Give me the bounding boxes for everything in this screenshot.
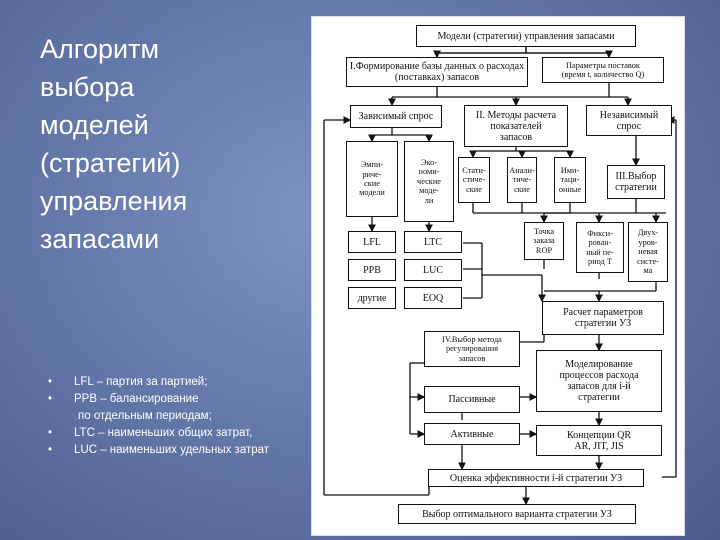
node-two-level-system: Двух- уров- невая систе- ма: [628, 222, 668, 282]
abbreviation-notes: • LFL – партия за партией; • PPB – баланси…: [48, 374, 318, 459]
note-item: • LUC – наименьших удельных затрат: [48, 442, 318, 459]
node-eoq: EOQ: [404, 287, 462, 309]
node-ltc: LTC: [404, 231, 462, 253]
node-method-choice: IV.Выбор метода регулирования запасов: [424, 331, 520, 367]
node-independent-demand: Независимый спрос: [586, 105, 672, 136]
flowchart-panel: Модели (стратегии) управления запасами I…: [311, 16, 685, 536]
bullet-icon: •: [48, 376, 53, 388]
node-ppb: PPB: [348, 259, 396, 281]
note-text: LUC – наименьших удельных затрат: [74, 444, 270, 456]
node-dependent-demand: Зависимый спрос: [350, 105, 442, 128]
bullet-icon: •: [48, 427, 53, 439]
note-item: по отдельным периодам;: [48, 408, 318, 425]
note-text: по отдельным периодам;: [78, 410, 212, 422]
bullet-icon: •: [48, 393, 53, 405]
node-luc: LUC: [404, 259, 462, 281]
node-active: Активные: [424, 423, 520, 445]
slide-title: Алгоритм выбора моделей (стратегий) упра…: [40, 34, 188, 254]
note-item: • LFL – партия за партией;: [48, 374, 318, 391]
node-simulation: Ими- таци- онные: [554, 157, 586, 203]
note-text: LTC – наименьших общих затрат,: [74, 427, 253, 439]
note-item: • LTC – наименьших общих затрат,: [48, 425, 318, 442]
node-fixed-period: Фикси- рован- ный пе- риод T: [576, 222, 624, 273]
note-item: • PPB – балансирование: [48, 391, 318, 408]
connectors: [323, 47, 677, 506]
node-calc-methods: II. Методы расчета показателей запасов: [464, 105, 568, 147]
node-statistical: Стати- стиче- ские: [458, 157, 490, 203]
node-reorder-point: Точка заказа ROP: [524, 222, 564, 260]
node-lfl: LFL: [348, 231, 396, 253]
node-process-modeling: Моделирование процессов расхода запасов …: [536, 350, 662, 412]
node-economic-models: Эко- номи- ческие моде- ли: [404, 141, 454, 222]
note-text: PPB – балансирование: [74, 393, 199, 405]
node-efficiency-evaluation: Оценка эффективности i-й стратегии УЗ: [428, 469, 644, 487]
node-empirical-models: Эмпи- риче- ские модели: [346, 141, 398, 217]
node-supply-params: Параметры поставок (время t, количество …: [542, 57, 664, 83]
node-others: другие: [348, 287, 396, 309]
node-strategy-parameters: Расчет параметров стратегии УЗ: [542, 301, 664, 335]
note-text: LFL – партия за партией;: [74, 376, 208, 388]
node-optimal-choice: Выбор оптимального варианта стратегии УЗ: [398, 504, 636, 524]
page-number: 140: [658, 508, 679, 522]
node-database: I.Формирование базы данных о расходах (п…: [346, 57, 528, 87]
node-passive: Пассивные: [424, 386, 520, 413]
node-strategy-choice: III.Выбор стратегии: [607, 165, 665, 199]
bullet-icon: •: [48, 444, 53, 456]
node-analytical: Анали- тиче- ские: [507, 157, 537, 203]
node-concepts: Концепции QR AR, JIT, JIS: [536, 425, 662, 456]
node-models: Модели (стратегии) управления запасами: [416, 25, 636, 47]
